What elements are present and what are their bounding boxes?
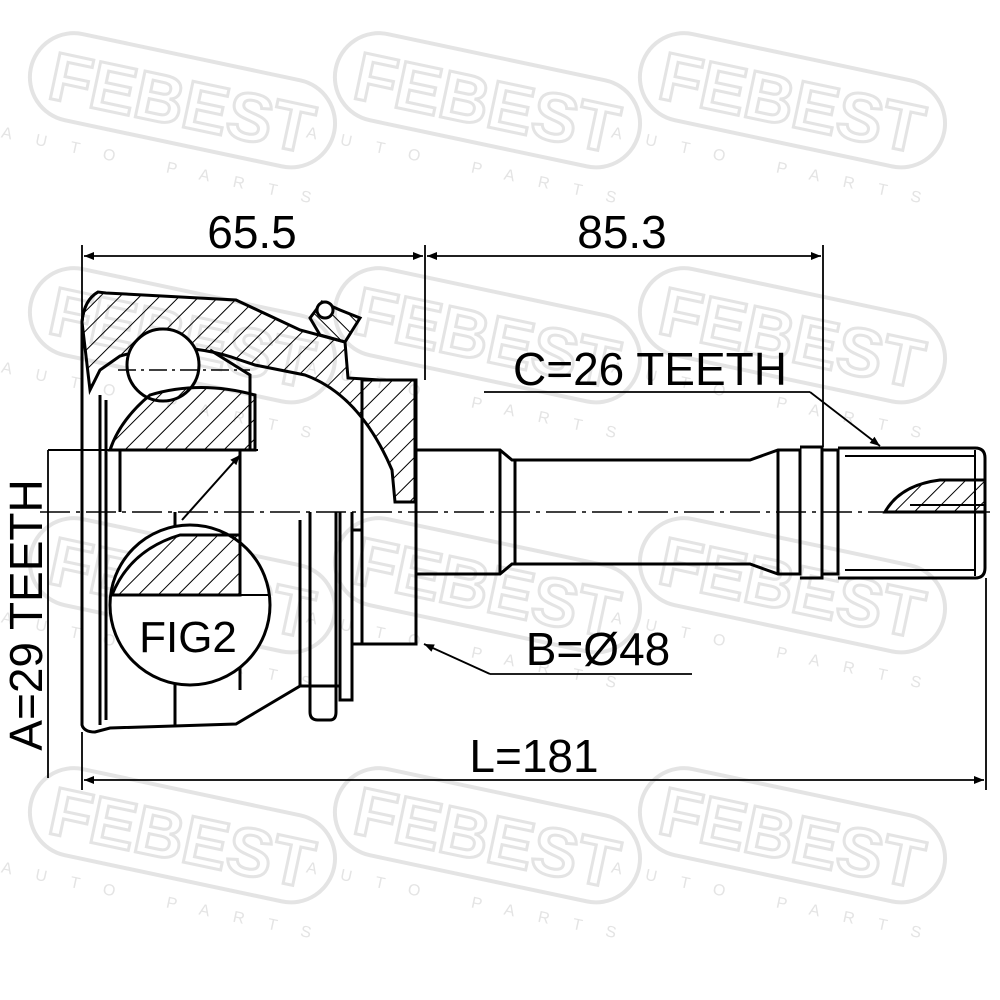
watermark-logo: FEBEST AUTO PARTS xyxy=(0,766,338,947)
total-length-label: L=181 xyxy=(469,730,598,782)
dimension-85-3 xyxy=(427,245,824,447)
fig2-detail xyxy=(108,454,272,687)
outer-diameter-label: B=Ø48 xyxy=(526,623,671,675)
watermark-logo: FEBEST AUTO PARTS xyxy=(305,31,643,212)
watermark-logo: FEBEST AUTO PARTS xyxy=(0,31,338,212)
dimension-65-5 xyxy=(81,245,426,380)
watermark-logo: FEBEST AUTO PARTS xyxy=(305,766,643,947)
leader-inner-spline xyxy=(484,391,881,447)
inner-spline-label: C=26 TEETH xyxy=(513,343,787,395)
watermark-logo: FEBEST AUTO PARTS xyxy=(610,766,948,947)
outer-spline-label: A=29 TEETH xyxy=(0,479,52,750)
dimension-total-length xyxy=(81,578,987,790)
drive-shaft xyxy=(416,445,987,580)
watermark-logo: FEBEST AUTO PARTS xyxy=(610,31,948,212)
leader-outer-diameter xyxy=(423,643,692,675)
dim-label-65-5: 65.5 xyxy=(207,206,297,258)
dim-label-85-3: 85.3 xyxy=(577,206,667,258)
fig2-label: FIG2 xyxy=(139,613,237,662)
